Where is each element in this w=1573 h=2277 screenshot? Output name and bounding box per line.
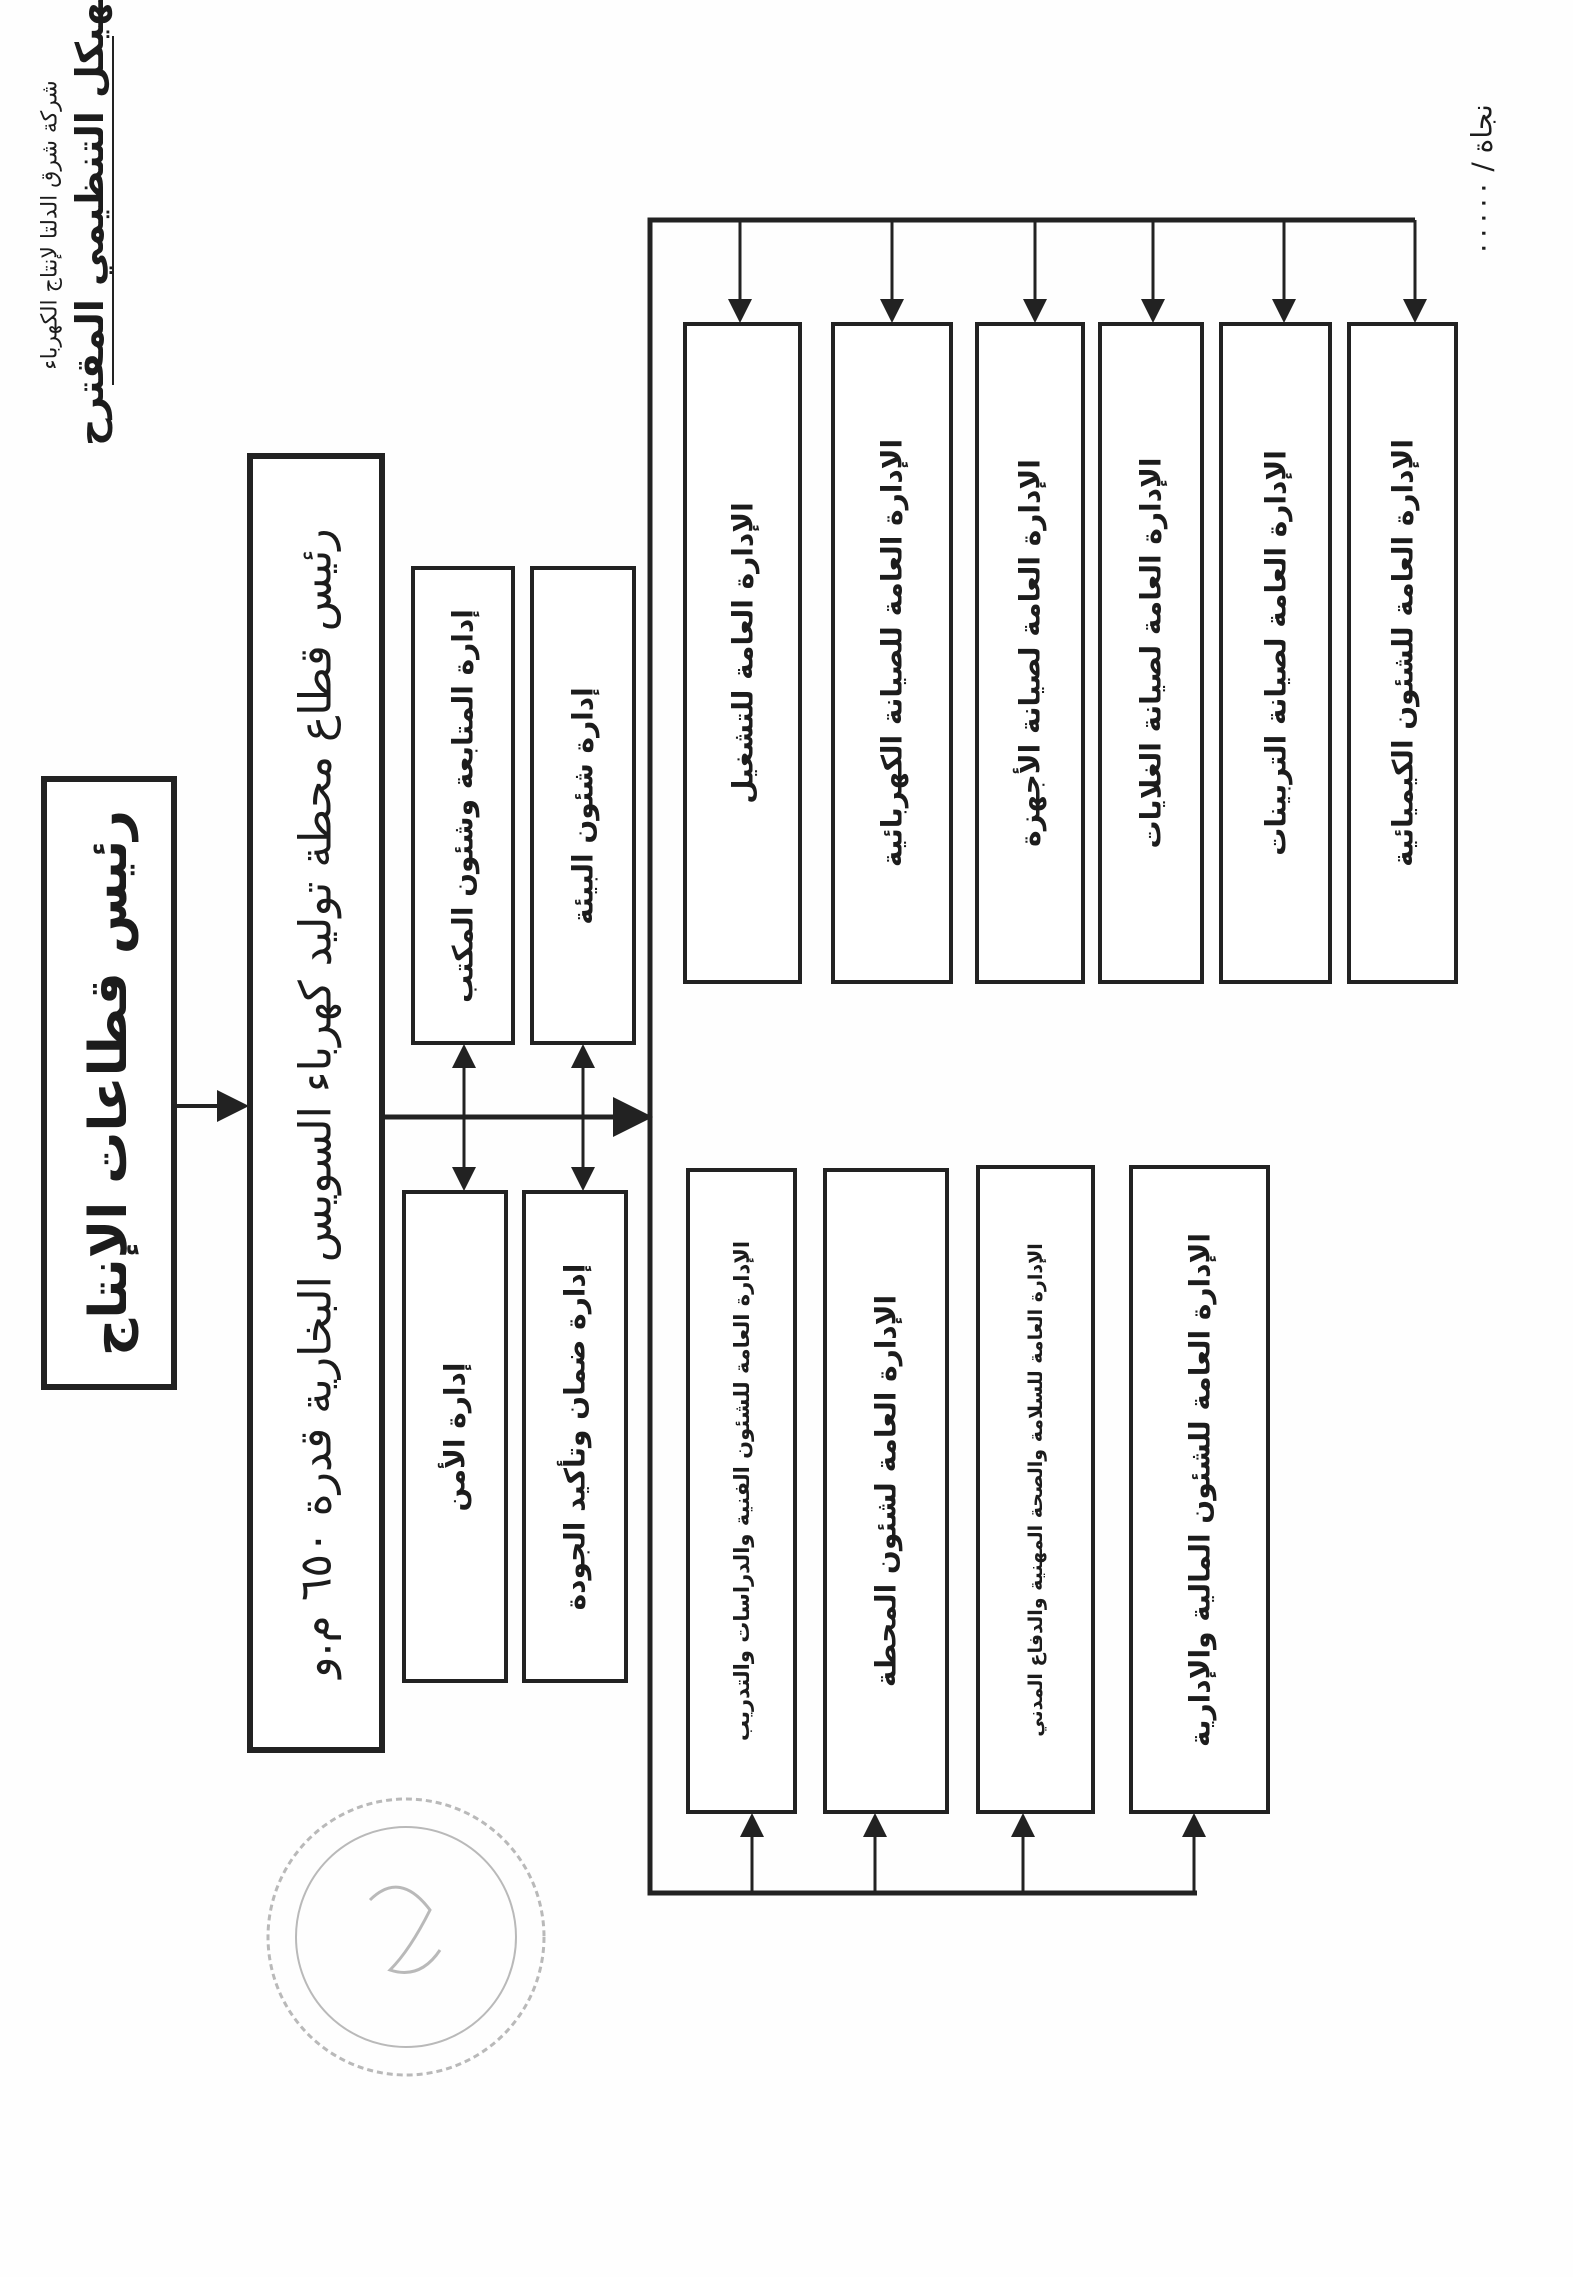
- station-head-box: رئيس قطاع محطة توليد كهرباء السويس البخا…: [247, 453, 385, 1753]
- department-label: الإدارة العامة لصيانة الغلايات: [1134, 457, 1168, 849]
- operations-dept-box: الإدارة العامة للتشغيل: [683, 322, 802, 984]
- followup-dept-box: إدارة المتابعة وشئون المكتب: [411, 566, 515, 1045]
- safety-dept-box: الإدارة العامة للسلامة والصحة المهنية وا…: [976, 1165, 1095, 1814]
- department-label: الإدارة العامة للصيانة الكهربائية: [875, 438, 909, 868]
- official-stamp: [266, 1797, 546, 2077]
- environment-dept-box: إدارة شئون البيئة: [530, 566, 636, 1045]
- boilers-maintenance-dept-box: الإدارة العامة لصيانة الغلايات: [1098, 322, 1204, 984]
- page-title: الهيكل التنظيمي المقترح: [68, 0, 112, 446]
- instruments-maintenance-dept-box: الإدارة العامة لصيانة الأجهزة: [975, 322, 1085, 984]
- turbines-maintenance-dept-box: الإدارة العامة لصيانة التربينات: [1219, 322, 1332, 984]
- quality-dept-box: إدارة ضمان وتأكيد الجودة: [522, 1190, 628, 1683]
- chemical-affairs-dept-box: الإدارة العامة للشئون الكيميائية: [1347, 322, 1458, 984]
- department-label: الإدارة العامة للشئون الكيميائية: [1386, 439, 1419, 867]
- department-label: الإدارة العامة للتشغيل: [726, 502, 759, 804]
- department-label: الإدارة العامة لصيانة الأجهزة: [1013, 459, 1047, 847]
- quality-dept-label: إدارة ضمان وتأكيد الجودة: [558, 1263, 592, 1610]
- station-head-label: رئيس قطاع محطة توليد كهرباء السويس البخا…: [290, 528, 342, 1678]
- security-dept-box: إدارة الأمن: [402, 1190, 508, 1683]
- company-name: شركة شرق الدلتا لإنتاج الكهرباء: [37, 80, 63, 370]
- electrical-maintenance-dept-box: الإدارة العامة للصيانة الكهربائية: [831, 322, 953, 984]
- finance-admin-dept-box: الإدارة العامة للشئون المالية والإدارية: [1129, 1165, 1270, 1814]
- department-label: الإدارة العامة للشئون الفنية والدراسات و…: [729, 1240, 754, 1742]
- department-label: الإدارة العامة لشئون المحطة: [869, 1294, 903, 1688]
- environment-dept-label: إدارة شئون البيئة: [566, 686, 600, 925]
- department-label: الإدارة العامة للسلامة والصحة المهنية وا…: [1024, 1242, 1047, 1737]
- production-head-box: رئيس قطاعات الإنتاج: [41, 776, 177, 1390]
- department-label: الإدارة العامة للشئون المالية والإدارية: [1183, 1232, 1216, 1747]
- reference-number: نجاة / ٠٠٠٠٠: [1465, 104, 1499, 256]
- department-label: الإدارة العامة لصيانة التربينات: [1259, 450, 1292, 856]
- security-dept-label: إدارة الأمن: [438, 1362, 472, 1511]
- followup-dept-label: إدارة المتابعة وشئون المكتب: [446, 608, 480, 1003]
- production-head-label: رئيس قطاعات الإنتاج: [79, 809, 139, 1357]
- station-affairs-dept-box: الإدارة العامة لشئون المحطة: [823, 1168, 949, 1814]
- department-bus-line: [647, 217, 1415, 1896]
- technical-affairs-dept-box: الإدارة العامة للشئون الفنية والدراسات و…: [686, 1168, 797, 1814]
